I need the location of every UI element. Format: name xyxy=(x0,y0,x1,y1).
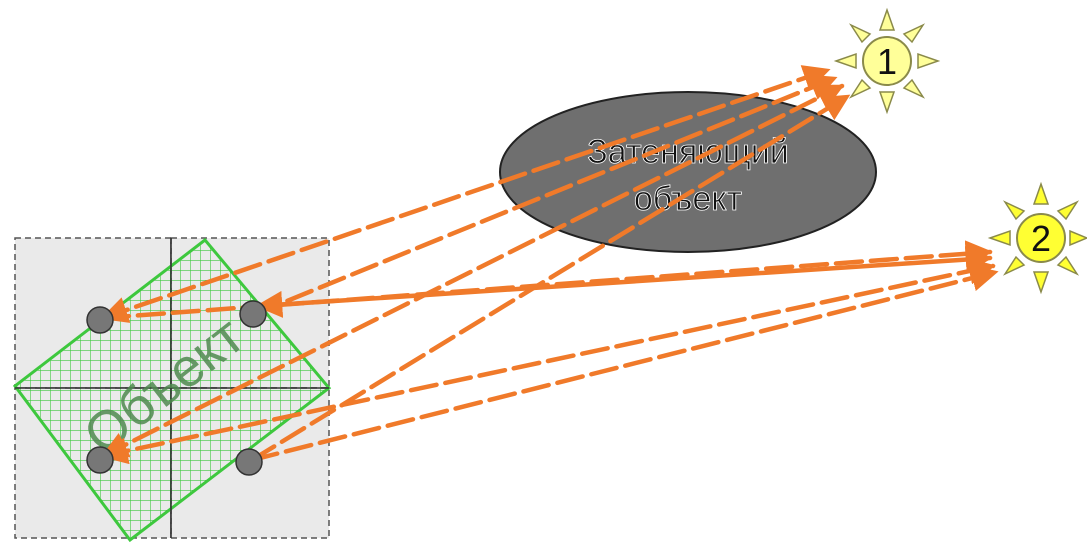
light-source-1: 1 xyxy=(833,7,941,115)
sample-point-bottom-left xyxy=(86,446,114,474)
ray-tr-to-source-2 xyxy=(255,246,993,318)
sample-point-bottom-right xyxy=(235,448,263,476)
light-source-2: 2 xyxy=(987,181,1087,295)
sun-icon xyxy=(833,7,941,115)
ray-br-to-source-2 xyxy=(249,264,999,463)
sample-points xyxy=(86,300,267,476)
source-2-label: 2 xyxy=(1031,218,1051,259)
sample-point-top-right xyxy=(239,300,267,328)
sun-icon xyxy=(987,181,1087,295)
source-1-label: 1 xyxy=(877,41,897,82)
occluder-label-line2: объект xyxy=(634,180,742,218)
sample-point-top-left xyxy=(86,306,114,334)
ray-bl-to-source-2 xyxy=(100,257,996,465)
